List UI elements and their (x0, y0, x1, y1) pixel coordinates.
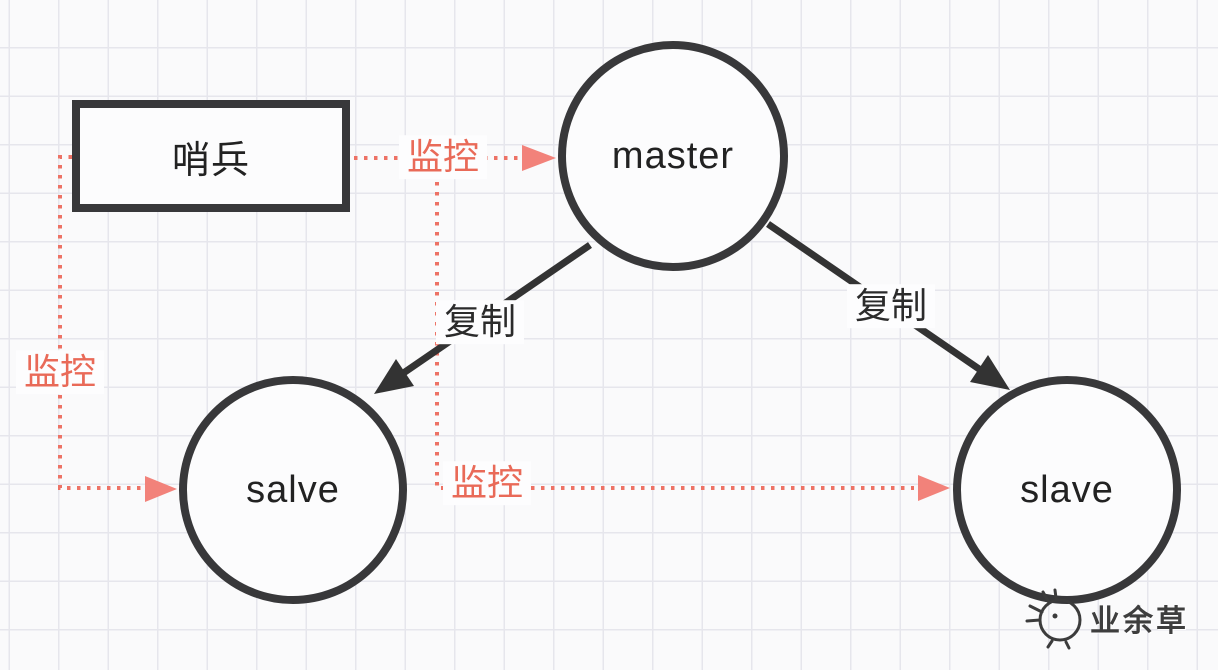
edge-label-replicate-left: 复制 (435, 300, 525, 344)
edge-label-monitor-slave-left: 监控 (15, 350, 105, 394)
node-slave-left: salve (179, 376, 407, 604)
node-master-label: master (611, 134, 735, 177)
watermark-bird-icon (1025, 588, 1082, 650)
edge-label-monitor-master: 监控 (398, 135, 488, 179)
edge-replicate-right-arrowhead-icon (970, 355, 1010, 390)
edge-monitor-master-arrowhead-icon (522, 145, 556, 171)
edge-label-replicate-right: 复制 (846, 284, 936, 328)
node-sentinel: 哨兵 (72, 100, 350, 212)
edge-replicate-left-arrowhead-icon (374, 359, 414, 394)
node-master: master (558, 41, 788, 271)
node-slave-right-label: slave (1020, 468, 1114, 511)
watermark: 业余草 (1022, 586, 1189, 650)
edge-monitor-slave-left-arrowhead-icon (145, 476, 177, 502)
edge-monitor-slave-right-arrowhead-icon (918, 475, 950, 501)
watermark-text: 业余草 (1090, 605, 1189, 638)
edge-label-monitor-slave-right: 监控 (442, 461, 532, 505)
node-sentinel-label: 哨兵 (171, 139, 250, 182)
node-slave-left-label: salve (246, 468, 340, 511)
node-slave-right: slave (953, 376, 1181, 604)
